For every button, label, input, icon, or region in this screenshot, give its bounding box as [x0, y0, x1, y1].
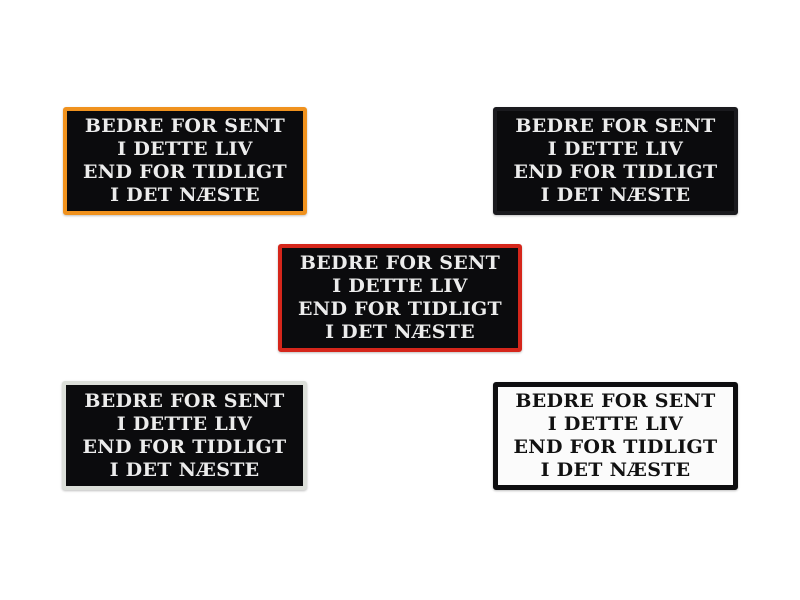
patch-line: I DETTE LIV: [332, 275, 468, 297]
patch-line: I DETTE LIV: [117, 138, 253, 160]
patch-black-border: BEDRE FOR SENT I DETTE LIV END FOR TIDLI…: [493, 107, 738, 215]
patch-line: I DET NÆSTE: [110, 184, 260, 206]
patch-line: END FOR TIDLIGT: [82, 435, 287, 458]
patch-line: I DET NÆSTE: [325, 321, 475, 343]
patch-line: I DETTE LIV: [547, 138, 684, 160]
patch-line: END FOR TIDLIGT: [298, 298, 502, 320]
patch-white-background: BEDRE FOR SENT I DETTE LIV END FOR TIDLI…: [493, 382, 738, 490]
patch-line: I DETTE LIV: [547, 413, 684, 435]
patch-line: BEDRE FOR SENT: [515, 390, 716, 412]
patch-line: BEDRE FOR SENT: [299, 252, 501, 274]
patch-line: BEDRE FOR SENT: [84, 115, 286, 137]
patch-line: I DET NÆSTE: [540, 184, 691, 206]
patch-line: I DET NÆSTE: [109, 458, 260, 481]
patch-orange-border: BEDRE FOR SENT I DETTE LIV END FOR TIDLI…: [63, 107, 307, 215]
patch-line: BEDRE FOR SENT: [84, 389, 285, 412]
patch-line: END FOR TIDLIGT: [83, 161, 287, 183]
patch-line: BEDRE FOR SENT: [515, 115, 716, 137]
patch-white-border: BEDRE FOR SENT I DETTE LIV END FOR TIDLI…: [62, 381, 307, 490]
patch-line: END FOR TIDLIGT: [513, 436, 718, 458]
patch-line: END FOR TIDLIGT: [513, 161, 718, 183]
patch-line: I DETTE LIV: [116, 412, 253, 435]
patch-line: I DET NÆSTE: [540, 459, 691, 481]
patch-red-border: BEDRE FOR SENT I DETTE LIV END FOR TIDLI…: [278, 244, 522, 352]
